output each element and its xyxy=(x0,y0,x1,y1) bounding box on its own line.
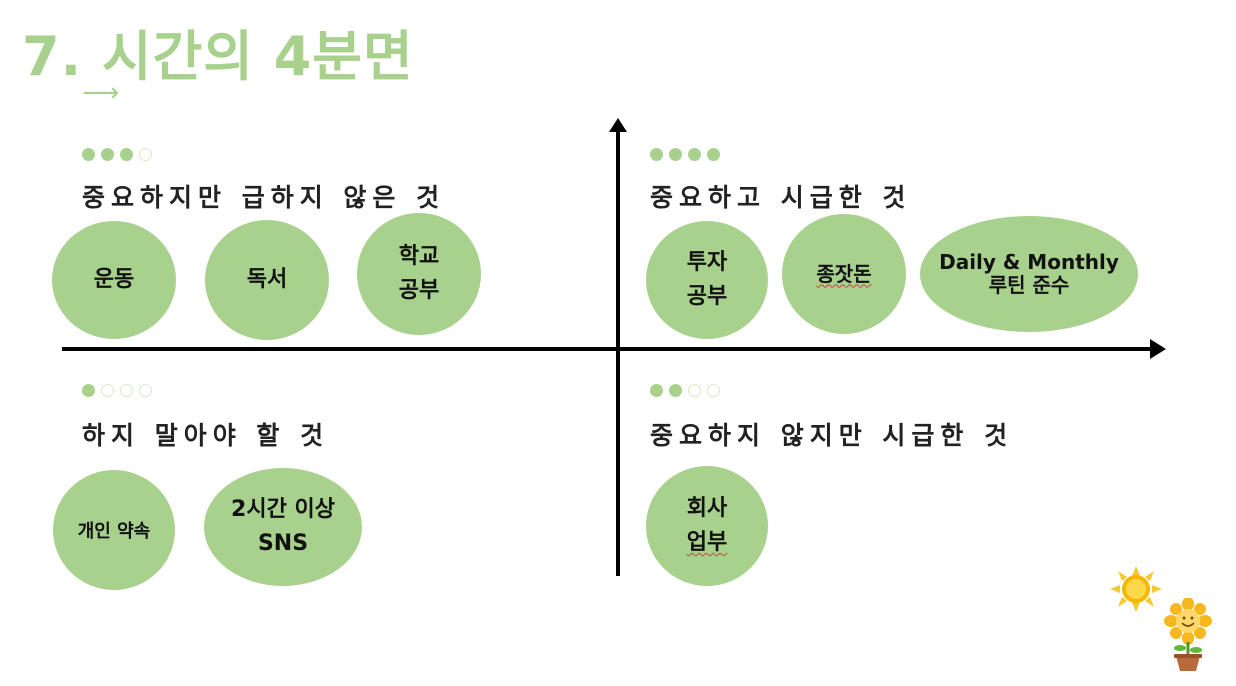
empty-dot xyxy=(139,384,152,397)
filled-dot xyxy=(669,148,682,161)
empty-dot xyxy=(139,148,152,161)
filled-dot xyxy=(120,148,133,161)
vertical-axis xyxy=(616,128,620,576)
bubble-text: 2시간 이상 xyxy=(231,496,335,522)
filled-dot xyxy=(650,384,663,397)
bubble-company-work: 회사 업부 xyxy=(646,466,768,586)
bubble-text: 학교 xyxy=(398,243,440,269)
importance-dots-top-right xyxy=(650,148,720,161)
filled-dot xyxy=(688,148,701,161)
empty-dot xyxy=(120,384,133,397)
bubble-text: 종잣돈 xyxy=(816,261,872,286)
bubble-text: 운동 xyxy=(93,266,135,292)
title-arrow-icon: ⟶ xyxy=(82,78,120,108)
quadrant-label-top-right: 중요하고 시급한 것 xyxy=(650,183,912,212)
bubble-text: 개인 약속 xyxy=(77,521,151,542)
bubble-text: 투자 xyxy=(686,249,728,275)
empty-dot xyxy=(688,384,701,397)
importance-dots-top-left xyxy=(82,148,152,161)
bubble-text: 회사 xyxy=(686,495,728,521)
filled-dot xyxy=(650,148,663,161)
empty-dot xyxy=(707,384,720,397)
quadrant-label-bottom-left: 하지 말아야 할 것 xyxy=(82,421,330,450)
sun-icon xyxy=(1110,566,1162,612)
bubble-text: 독서 xyxy=(246,266,288,292)
bubble-investment-study: 투자 공부 xyxy=(646,221,768,339)
horizontal-axis xyxy=(62,347,1158,351)
filled-dot xyxy=(82,148,95,161)
filled-dot xyxy=(82,384,95,397)
empty-dot xyxy=(101,384,114,397)
bubble-daily-monthly-routine: Daily & Monthly 루틴 준수 xyxy=(920,216,1138,332)
bubble-exercise: 운동 xyxy=(52,221,176,339)
bubble-text: 업부 xyxy=(686,530,728,555)
bubble-text: 루틴 준수 xyxy=(988,273,1070,297)
sunflower-pot-icon xyxy=(1164,598,1212,671)
importance-dots-bottom-right xyxy=(650,384,720,397)
bubble-text: 공부 xyxy=(398,278,440,303)
bubble-seed-money: 종잣돈 xyxy=(782,214,906,334)
horizontal-axis-arrowhead xyxy=(1150,339,1166,359)
bubble-text: Daily & Monthly xyxy=(939,250,1119,274)
importance-dots-bottom-left xyxy=(82,384,152,397)
filled-dot xyxy=(669,384,682,397)
bubble-reading: 독서 xyxy=(205,220,329,340)
filled-dot xyxy=(101,148,114,161)
bubble-personal-appointment: 개인 약속 xyxy=(53,470,175,590)
quadrant-label-bottom-right: 중요하지 않지만 시급한 것 xyxy=(650,421,1014,450)
slide-title: 7. 시간의 4분면 xyxy=(22,25,414,88)
bubble-sns-over-2h: 2시간 이상 SNS xyxy=(204,468,362,586)
vertical-axis-arrowhead xyxy=(609,118,627,132)
bubble-text: SNS xyxy=(257,531,309,556)
bubble-school-study: 학교 공부 xyxy=(357,213,481,335)
filled-dot xyxy=(707,148,720,161)
bubble-text: 공부 xyxy=(686,284,728,309)
quadrant-label-top-left: 중요하지만 급하지 않은 것 xyxy=(82,183,446,212)
